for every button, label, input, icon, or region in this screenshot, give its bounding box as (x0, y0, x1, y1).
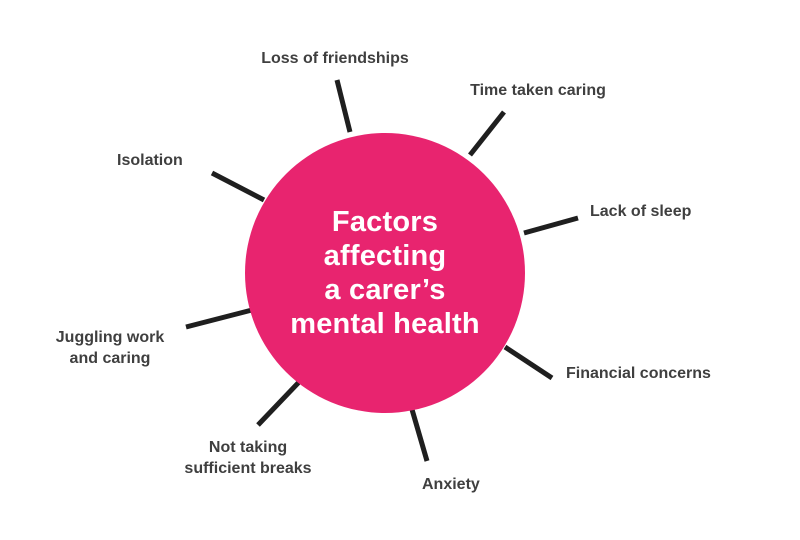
connector-juggling-work (185, 307, 253, 330)
factor-time-taken-caring: Time taken caring (470, 82, 606, 99)
central-topic-title: Factors affecting a carer’s mental healt… (290, 206, 480, 340)
factor-lack-of-sleep: Lack of sleep (590, 203, 692, 220)
connector-anxiety (408, 405, 430, 462)
connector-loss-of-friendships (334, 79, 353, 133)
factor-isolation: Isolation (117, 152, 183, 169)
connector-not-taking-breaks (256, 379, 302, 427)
factor-juggling-work-and-caring: Juggling work and caring (55, 329, 165, 367)
connector-financial-concerns (503, 344, 554, 381)
connector-lack-of-sleep (523, 215, 579, 236)
central-topic-circle: Factors affecting a carer’s mental healt… (245, 133, 525, 413)
factor-financial-concerns: Financial concerns (566, 365, 711, 382)
connector-time-taken-caring (468, 110, 506, 157)
connector-isolation (210, 170, 266, 203)
factor-anxiety: Anxiety (422, 476, 480, 493)
factor-loss-of-friendships: Loss of friendships (261, 50, 409, 67)
factor-not-taking-sufficient-breaks: Not taking sufficient breaks (184, 439, 312, 477)
